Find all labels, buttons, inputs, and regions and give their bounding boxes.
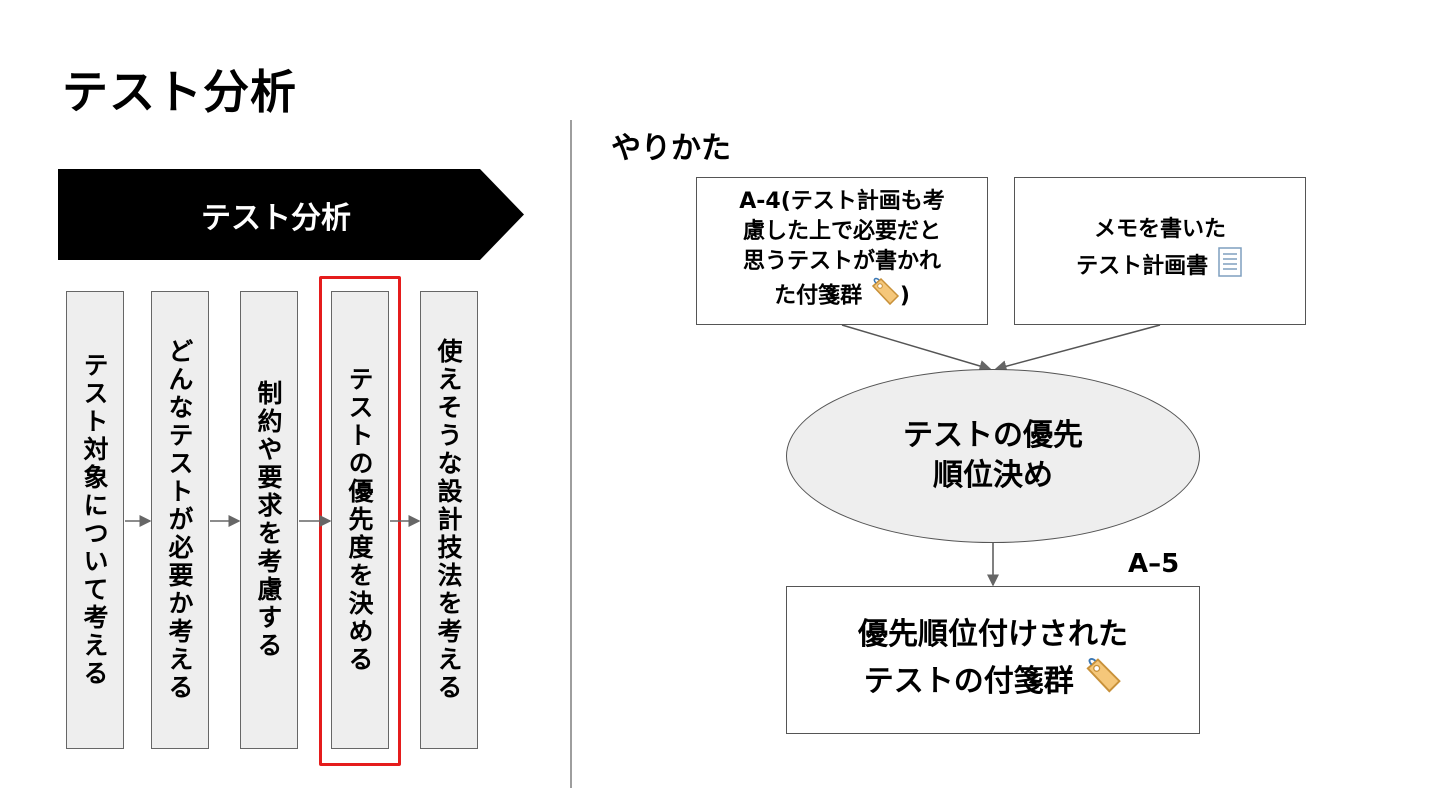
output-label: A–5 [1128,549,1180,579]
step-understand-target: テスト対象について考える [66,291,124,749]
tag-icon [870,277,900,316]
step-constraints: 制約や要求を考慮する [240,291,298,749]
input1-line: 思うテストが書かれ [742,248,941,274]
step-label: どんなテストが必要か考える [165,338,194,702]
input1-line: た付箋群 [774,283,863,308]
step-label: 制約や要求を考慮する [254,380,283,660]
section-divider [570,120,572,788]
input1-line: A-4(テスト計画も考 [739,188,945,214]
step-label: テスト対象について考える [80,352,109,688]
howto-heading: やりかた [611,131,731,166]
input1-suffix: ) [899,283,910,308]
step-needed-tests: どんなテストが必要か考える [151,291,209,749]
process-line: テストの優先 [903,418,1083,453]
output-line: テストの付箋群 [863,663,1074,699]
input2-arrow [994,324,1161,373]
step-prioritize: テストの優先度を決める [331,291,389,749]
input1-line: 慮した上で必要だと [742,218,941,244]
test-analysis-banner: テスト分析 [58,169,524,260]
step-design-techniques: 使えそうな設計技法を考える [420,291,478,749]
output-line: 優先順位付けされた [858,616,1128,652]
document-icon [1216,246,1244,288]
input2-line: テスト計画書 [1076,254,1209,279]
input2-line: メモを書いた [1093,217,1226,242]
step-label: 使えそうな設計技法を考える [434,338,463,702]
output-prioritized-notes-box: 優先順位付けされた テストの付箋群 [786,586,1200,734]
banner-label: テスト分析 [201,200,351,236]
process-line: 順位決め [933,458,1053,493]
input-sticky-notes-box: A-4(テスト計画も考 慮した上で必要だと 思うテストが書かれ た付箋群 ) [696,177,988,325]
page-title: テスト分析 [62,65,297,119]
input1-arrow [841,324,992,372]
step-label: テストの優先度を決める [345,366,374,674]
tag-icon [1084,657,1122,708]
input-test-plan-box: メモを書いた テスト計画書 [1014,177,1306,325]
prioritization-process: テストの優先 順位決め [786,369,1200,543]
